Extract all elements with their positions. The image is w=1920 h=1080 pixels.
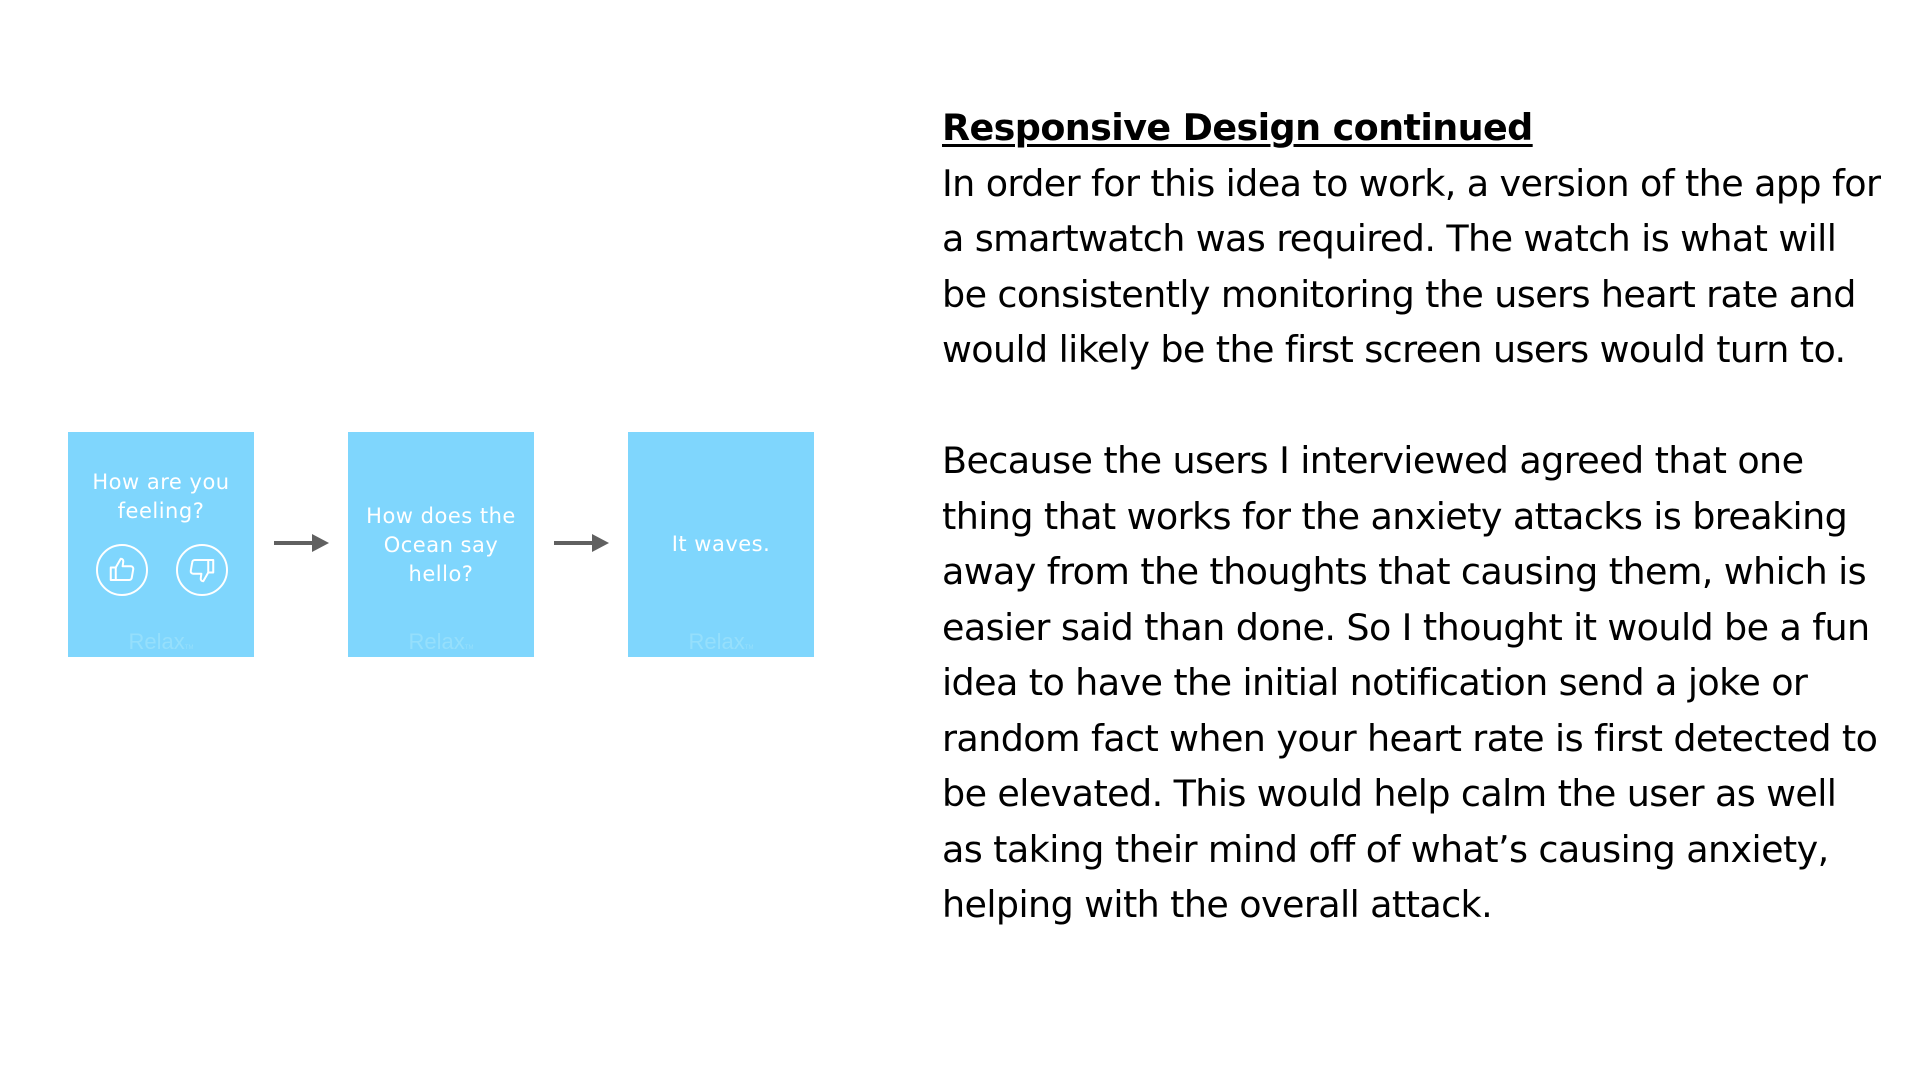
watch-screen-text: How are you feeling? xyxy=(92,470,230,523)
thumbs-up-icon xyxy=(109,557,135,582)
watch-screen-joke-question: How does the Ocean say hello? RelaxTM xyxy=(348,432,534,657)
watch-screen-text: How does the Ocean say hello? xyxy=(366,504,516,586)
watch-screen-flow: How are you feeling? RelaxTM How does th… xyxy=(68,432,828,657)
feedback-buttons xyxy=(68,544,254,596)
description-block: Responsive Design continued In order for… xyxy=(942,100,1882,933)
brand-watermark: RelaxTM xyxy=(128,629,194,654)
watch-screen-joke-answer: It waves. RelaxTM xyxy=(628,432,814,657)
thumbs-down-icon xyxy=(189,558,215,583)
thumbs-down-button[interactable] xyxy=(176,544,228,596)
paragraph-intro: In order for this idea to work, a versio… xyxy=(942,161,1881,372)
arrow-right-icon xyxy=(274,534,329,552)
brand-watermark: RelaxTM xyxy=(408,629,474,654)
watch-screen-feeling: How are you feeling? RelaxTM xyxy=(68,432,254,657)
arrow-right-icon xyxy=(554,534,609,552)
paragraph-spacer xyxy=(942,378,1882,434)
paragraph-idea: Because the users I interviewed agreed t… xyxy=(942,439,1878,926)
watch-screen-text: It waves. xyxy=(671,532,771,556)
section-heading: Responsive Design continued xyxy=(942,106,1533,149)
thumbs-up-button[interactable] xyxy=(96,544,148,596)
brand-watermark: RelaxTM xyxy=(688,629,754,654)
